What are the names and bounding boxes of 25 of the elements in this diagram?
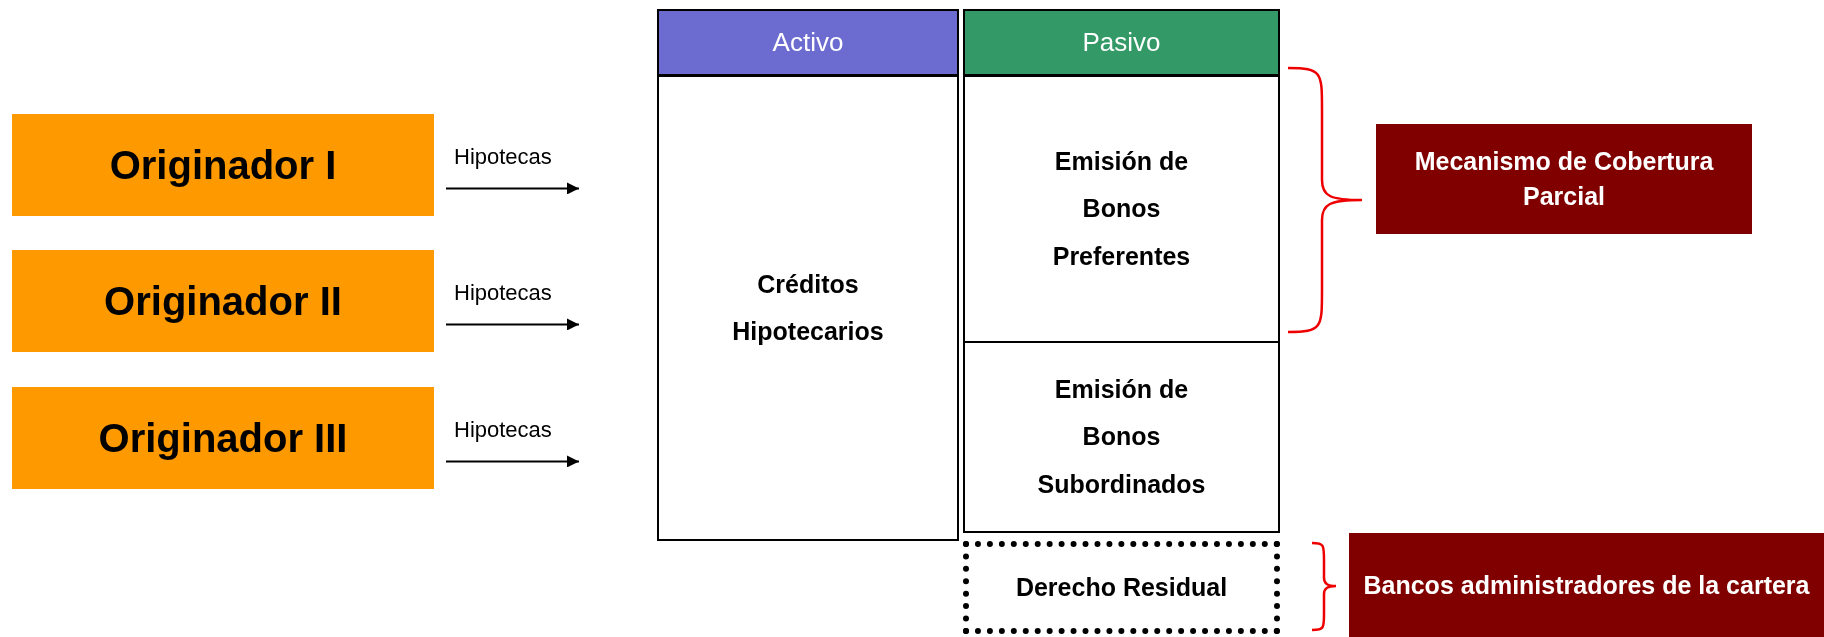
- note-box: [1349, 533, 1824, 637]
- note-box: [1376, 124, 1752, 234]
- arrow: [445, 318, 580, 331]
- column-header: [963, 9, 1280, 76]
- residual-box: [963, 541, 1280, 634]
- arrow: [445, 182, 580, 195]
- box-label: Emisión de Bonos Subordinados: [1036, 373, 1207, 500]
- originator-box: [12, 387, 434, 489]
- box-label: Originador III: [98, 415, 348, 461]
- column-header: [657, 9, 959, 76]
- header-label: Activo: [772, 27, 844, 58]
- box-label: Mecanismo de Cobertura Parcial: [1413, 146, 1715, 212]
- balance-box: [963, 341, 1280, 533]
- header-label: Pasivo: [1082, 27, 1161, 58]
- box-label: Originador II: [104, 278, 342, 324]
- originator-box: [12, 114, 434, 216]
- arrow: [445, 455, 580, 468]
- box-label: Bancos administradores de la cartera: [1363, 569, 1810, 601]
- balance-box: [963, 75, 1280, 343]
- box-label: Créditos Hipotecarios: [731, 268, 885, 347]
- box-label: Emisión de Bonos Preferentes: [1051, 145, 1192, 272]
- box-label: Originador I: [109, 142, 337, 188]
- originator-box: [12, 250, 434, 352]
- balance-box: [657, 75, 959, 541]
- box-label: Derecho Residual: [1015, 573, 1228, 602]
